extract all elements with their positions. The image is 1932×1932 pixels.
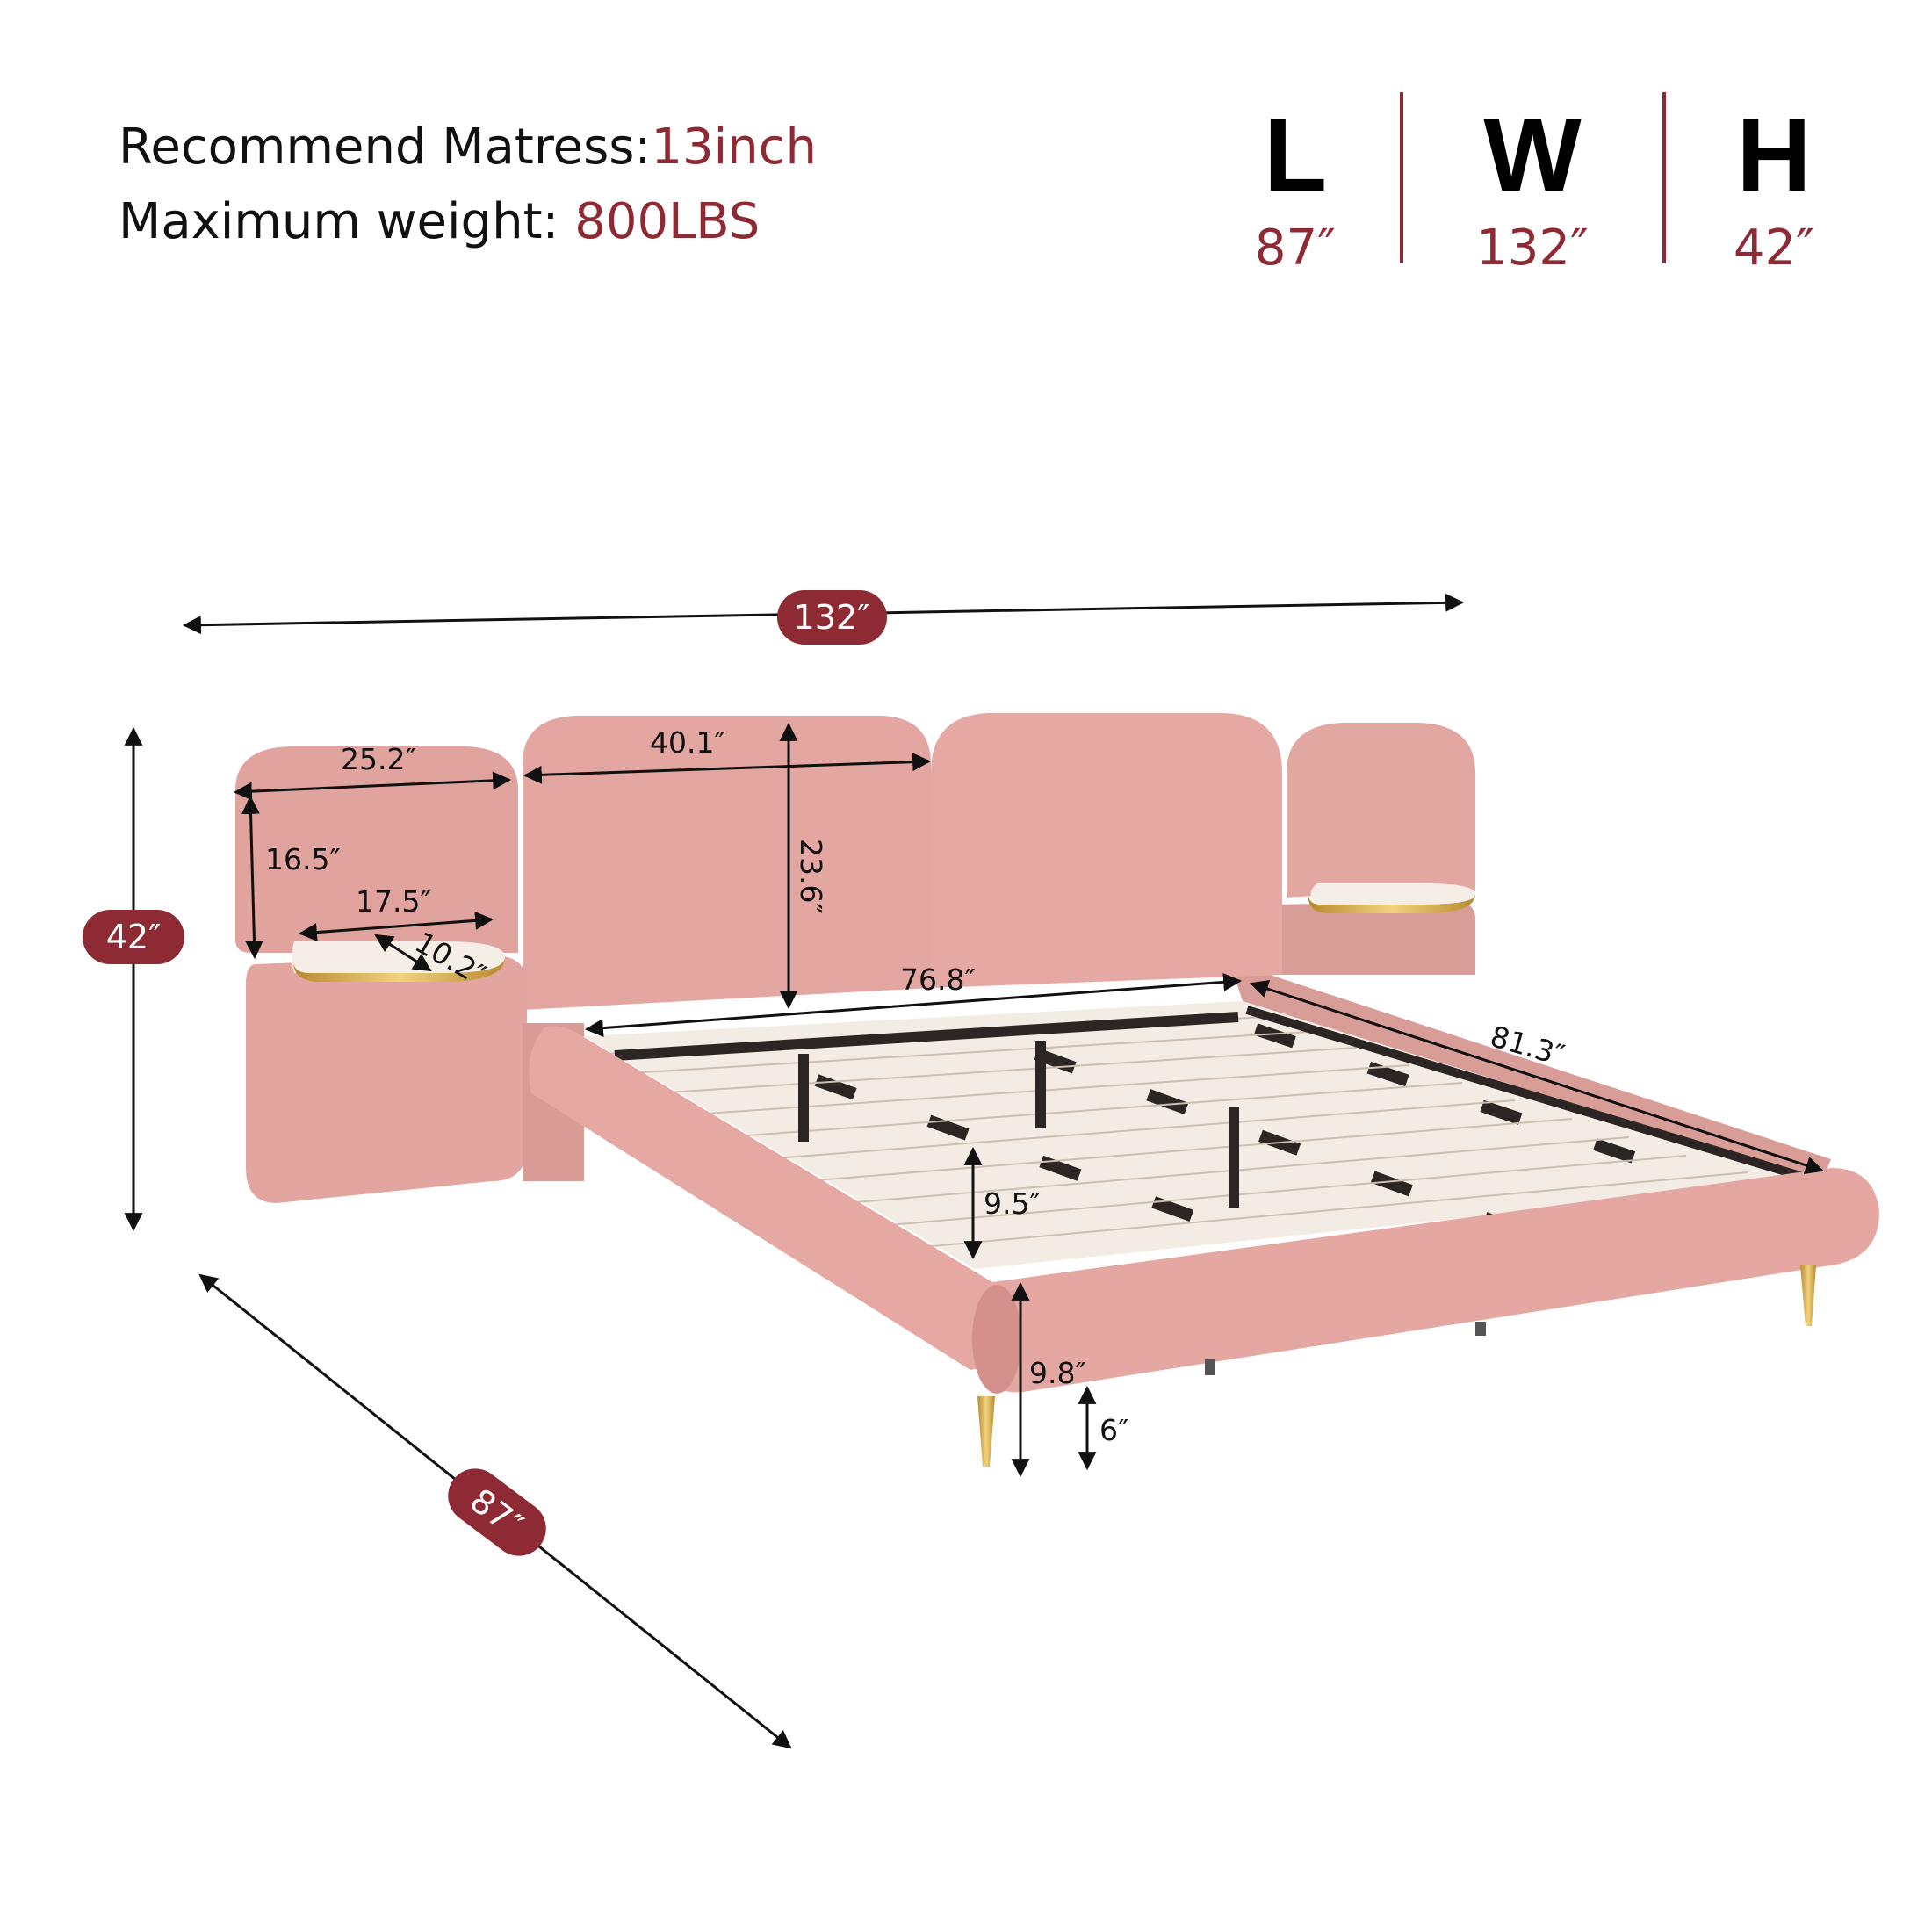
height-value: 42″ (1733, 220, 1815, 277)
frame-legs (798, 1041, 1239, 1208)
side-panel-width-line (233, 771, 512, 801)
inner-width-label: 76.8″ (900, 962, 976, 997)
shelf-width-label: 17.5″ (356, 884, 431, 919)
side-panel-height-line (242, 795, 263, 960)
slat-clearance-label: 9.5″ (984, 1186, 1041, 1221)
svg-text:42″: 42″ (106, 918, 162, 956)
divider-1 (1400, 92, 1403, 263)
foot-rail (978, 1168, 1879, 1393)
left-lower-side-panel (246, 955, 527, 1203)
center-right-headboard-panel (931, 713, 1282, 988)
inner-length-line (1250, 979, 1824, 1175)
center-left-headboard-panel (523, 716, 931, 1010)
leg-height-label: 6″ (1099, 1413, 1128, 1447)
right-headboard-column (1287, 723, 1475, 898)
overall-height: H 42″ (1669, 104, 1879, 277)
svg-text:132″: 132″ (794, 598, 870, 637)
right-shelf (1308, 883, 1475, 913)
shelf-width-line (298, 911, 494, 942)
front-right-leg (1800, 1265, 1816, 1326)
divider-2 (1662, 92, 1666, 263)
recommended-mattress-spec: Recommend Matress:13inch (119, 119, 817, 176)
height-letter: H (1736, 97, 1812, 213)
maximum-weight-spec: Maximum weight: 800LBS (119, 193, 760, 250)
inner-width-line (584, 972, 1243, 1038)
headboard-height-label: 23.6″ (794, 839, 828, 914)
length-letter: L (1263, 97, 1328, 213)
height-badge: 42″ (83, 910, 184, 964)
slat-deck (584, 1001, 1818, 1269)
length-value: 87″ (1254, 220, 1337, 277)
headboard-width-line (523, 753, 932, 784)
right-lower-headboard (1265, 900, 1475, 975)
overall-length: L 87″ (1190, 104, 1401, 277)
width-letter: W (1483, 97, 1582, 213)
foot-rail-end (972, 1285, 1021, 1394)
width-value: 132″ (1476, 220, 1589, 277)
side-panel-width-label: 25.2″ (341, 742, 416, 776)
mattress-label: Recommend Matress: (119, 119, 652, 176)
rear-support-foot (1475, 1322, 1486, 1336)
front-left-leg (977, 1396, 995, 1467)
width-badge: 132″ (777, 590, 887, 645)
left-side-rail (529, 1026, 992, 1370)
shelf-depth-line (374, 934, 432, 972)
frame-height-label: 9.8″ (1029, 1356, 1086, 1390)
bed-illustration (235, 713, 1879, 1467)
length-badge: 87″ (448, 1468, 546, 1556)
side-panel-height-label: 16.5″ (265, 842, 341, 876)
headboard-width-label: 40.1″ (650, 725, 725, 760)
center-support-foot (1205, 1359, 1215, 1375)
overall-width: W 132″ (1427, 104, 1638, 277)
weight-label: Maximum weight: (119, 193, 575, 250)
mattress-value: 13inch (651, 119, 817, 176)
weight-value: 800LBS (574, 193, 761, 250)
